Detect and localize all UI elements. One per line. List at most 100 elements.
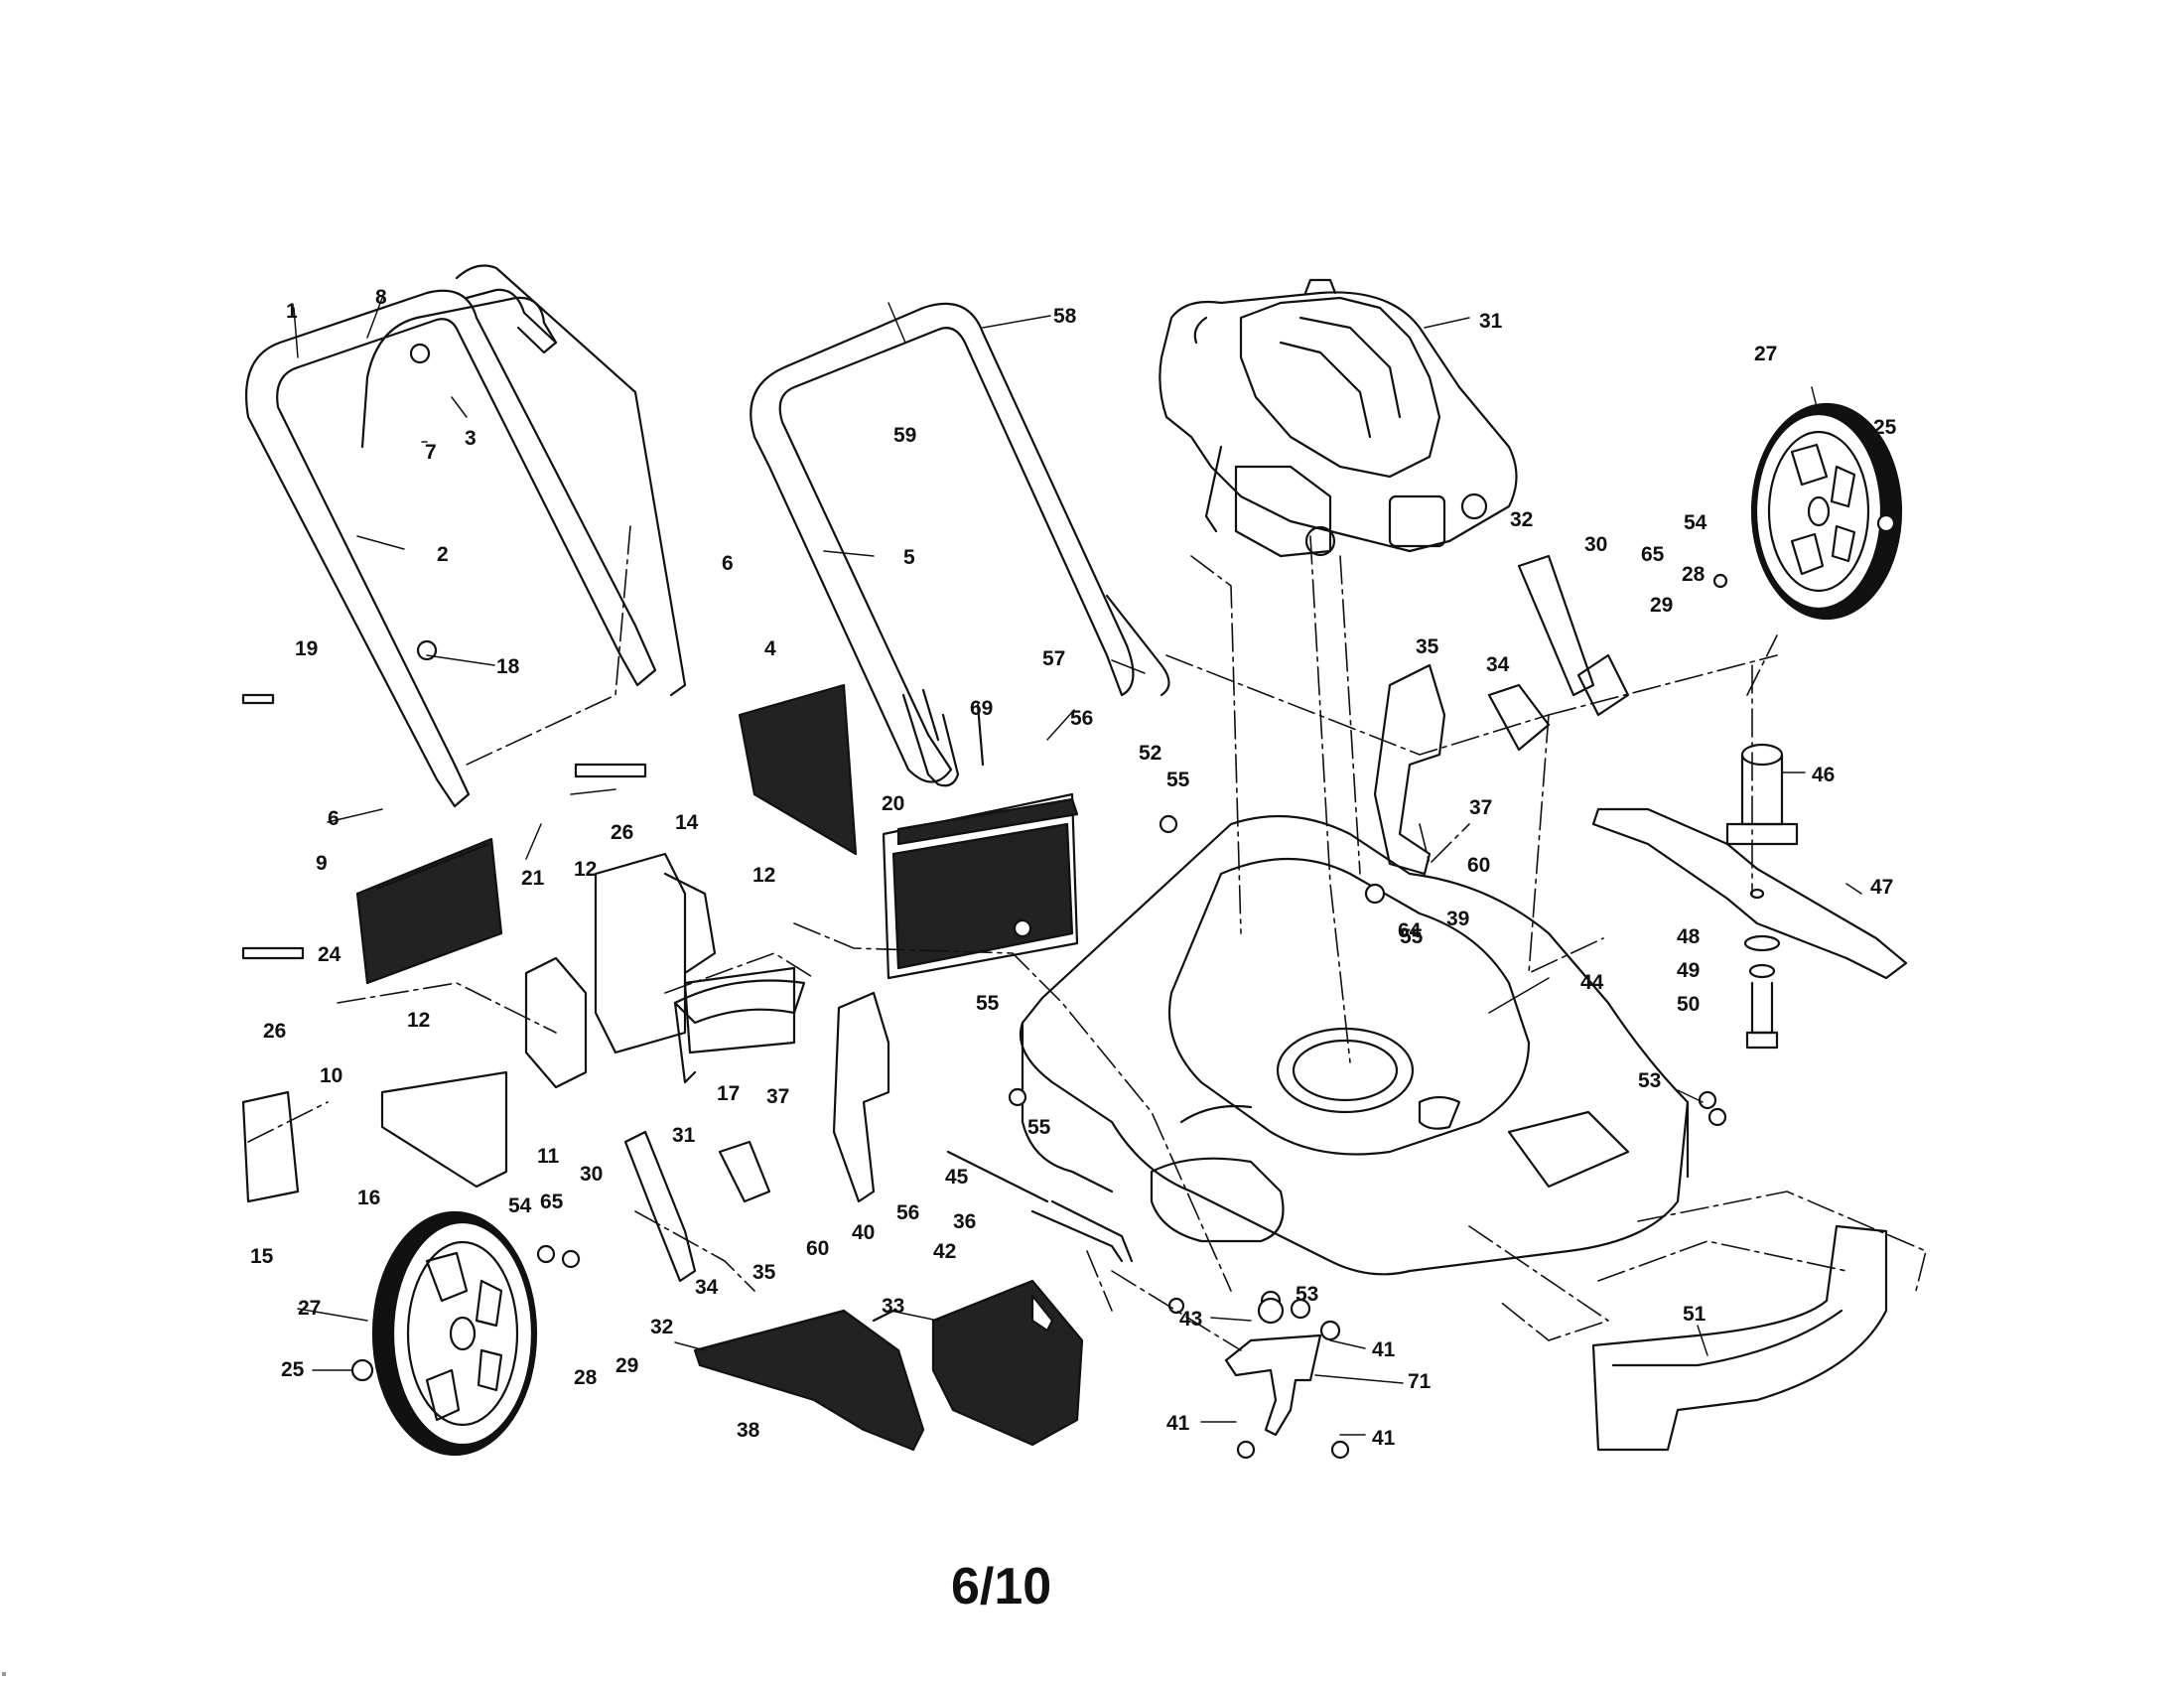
pivot-bracket-71 [1224, 1333, 1322, 1437]
callout-label: 56 [1070, 707, 1093, 730]
callout-label: 6 [328, 807, 340, 830]
callout-label: 46 [1812, 764, 1835, 786]
callout-label: 69 [970, 697, 993, 720]
callout-label: 54 [508, 1194, 532, 1217]
callout-label: 56 [896, 1201, 919, 1224]
callout-label: 37 [1469, 796, 1492, 819]
blade-washers-bolt [1743, 934, 1781, 1050]
hardware-fasteners [241, 343, 1896, 1460]
callout-label: 3 [465, 427, 477, 450]
callout-label: 28 [574, 1366, 598, 1389]
upper-handle-left [244, 264, 687, 808]
callout-label: 42 [933, 1240, 956, 1263]
callout-label: 14 [675, 811, 699, 834]
callout-label: 71 [1408, 1370, 1432, 1393]
callout-label: 60 [806, 1237, 829, 1260]
callout-label: 65 [1641, 543, 1665, 566]
blade [1591, 807, 1908, 980]
callout-label: 26 [611, 821, 633, 844]
callout-label: 34 [695, 1276, 719, 1299]
callout-label: 41 [1372, 1338, 1396, 1361]
page-number: 6/10 [951, 1558, 1052, 1615]
engine [1159, 278, 1518, 558]
callout-label: 33 [882, 1295, 904, 1318]
mower-deck [1019, 814, 1690, 1276]
rear-axle-rod [946, 1150, 1134, 1263]
callout-label: 35 [752, 1261, 776, 1284]
hinge-plate-15 [241, 1090, 300, 1203]
callout-label: 65 [540, 1191, 564, 1213]
callout-label: 31 [1479, 310, 1503, 333]
callout-label: 48 [1677, 925, 1701, 948]
callout-label: 12 [574, 858, 597, 881]
callout-label: 1 [286, 300, 298, 323]
callout-label: 9 [316, 852, 328, 875]
wheel-right [1750, 402, 1903, 621]
callout-label: 50 [1677, 993, 1700, 1016]
callout-labels: 1 8 3 7 2 19 18 6 6 26 21 9 24 26 12 14 … [250, 286, 1897, 1450]
blade-adapter [1725, 743, 1799, 846]
callout-label: 54 [1684, 511, 1707, 534]
callout-label: 18 [496, 655, 520, 678]
callout-label: 59 [893, 424, 916, 447]
upper-handle-right [750, 302, 1135, 783]
rear-baffle [355, 837, 503, 985]
callout-label: 55 [1166, 769, 1190, 791]
callout-label: 32 [1510, 508, 1533, 531]
callout-label: 45 [945, 1166, 969, 1189]
callout-label: 19 [295, 637, 318, 660]
callout-label: 37 [766, 1085, 789, 1108]
deflector-shield [738, 683, 858, 856]
height-adjust-bracket-left [524, 852, 796, 1089]
rear-skirt [1591, 1224, 1888, 1452]
callout-label: 17 [717, 1082, 740, 1105]
callout-label: 43 [1179, 1308, 1202, 1331]
control-bar [360, 296, 558, 449]
alignment-lines [247, 525, 1927, 1351]
corner-mark [2, 1672, 6, 1676]
callout-label: 31 [672, 1124, 696, 1147]
height-adjust-bracket-right [1373, 554, 1630, 876]
callout-label: 34 [1486, 653, 1510, 676]
callout-label: 64 [1398, 919, 1422, 942]
height-adjust-bracket-left-40 [718, 991, 890, 1203]
callout-label: 12 [407, 1009, 430, 1032]
callout-label: 47 [1870, 876, 1893, 899]
callout-label: 25 [1873, 416, 1897, 439]
callout-label: 6 [722, 552, 734, 575]
callout-label: 53 [1296, 1283, 1318, 1306]
callout-label: 60 [1467, 854, 1490, 877]
callout-label: 29 [615, 1354, 638, 1377]
callout-label: 15 [250, 1245, 274, 1268]
callout-label: 49 [1677, 959, 1700, 982]
callout-label: 55 [1400, 925, 1424, 948]
callout-label: 36 [953, 1210, 976, 1233]
wheel-left [371, 1210, 538, 1457]
callout-label: 25 [281, 1358, 305, 1381]
callout-label: 53 [1638, 1069, 1661, 1092]
callout-label: 41 [1166, 1412, 1190, 1435]
callout-label: 30 [1584, 533, 1607, 556]
lower-handle-bars [901, 594, 1170, 787]
callout-label: 29 [1650, 594, 1673, 617]
mulch-plug-33 [931, 1279, 1084, 1447]
callout-label: 58 [1053, 305, 1077, 328]
leader-lines [293, 297, 1892, 1436]
callout-label: 57 [1042, 647, 1065, 670]
callout-label: 2 [437, 543, 449, 566]
callout-label: 32 [650, 1316, 673, 1338]
callout-label: 7 [425, 441, 437, 464]
callout-label: 27 [1754, 343, 1777, 365]
callout-label: 24 [318, 943, 341, 966]
callout-label: 35 [1416, 635, 1439, 658]
callout-label: 40 [852, 1221, 875, 1244]
callout-label: 28 [1682, 563, 1706, 586]
callout-label: 10 [320, 1064, 342, 1087]
callout-label: 21 [521, 867, 545, 890]
callout-label: 5 [903, 546, 915, 569]
callout-label: 55 [976, 992, 1000, 1015]
callout-label: 27 [298, 1297, 321, 1320]
chute-deflector [673, 979, 806, 1084]
